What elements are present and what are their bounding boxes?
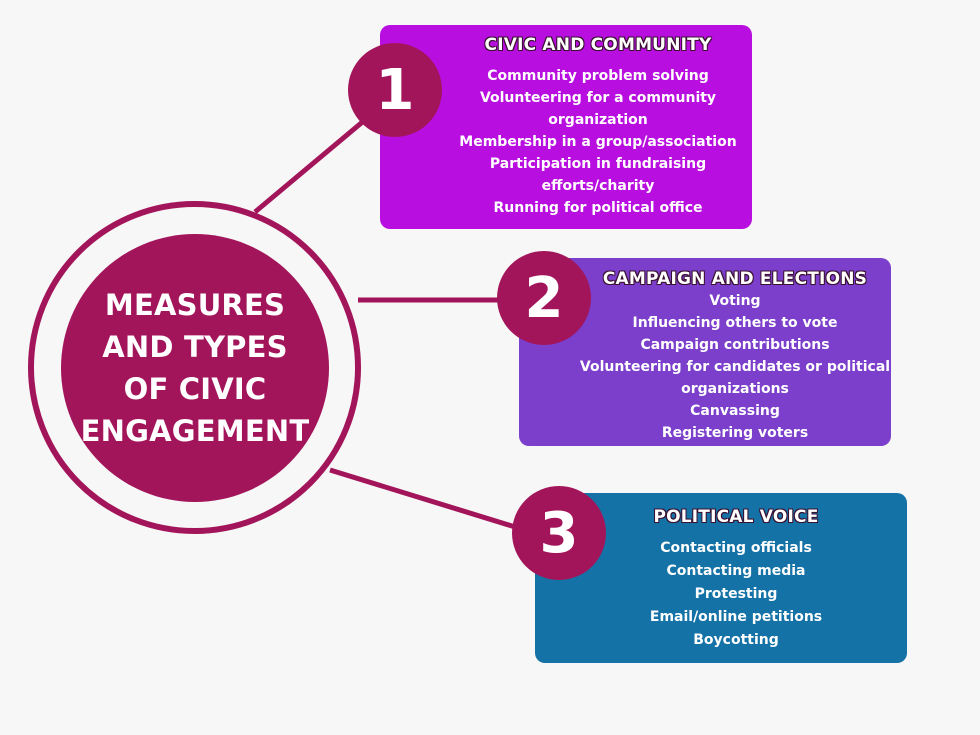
connector-line-1 xyxy=(253,112,374,214)
list-item: Volunteering for a community xyxy=(479,90,717,106)
list-item: organizations xyxy=(681,381,789,397)
card-item-list: Community problem solving Volunteering f… xyxy=(444,65,752,219)
number-badge-3: 3 xyxy=(512,486,606,580)
card-item-list: Voting Influencing others to vote Campai… xyxy=(579,290,891,444)
card-item-list: Contacting officials Contacting media Pr… xyxy=(565,537,907,652)
card-title: CIVIC AND COMMUNITY xyxy=(484,35,712,55)
list-item: Community problem solving xyxy=(487,68,709,84)
list-item: Membership in a group/association xyxy=(459,134,737,150)
card-title: CAMPAIGN AND ELECTIONS xyxy=(602,269,868,289)
center-title: MEASURES AND TYPES OF CIVIC ENGAGEMENT xyxy=(80,288,310,448)
center-disc: MEASURES AND TYPES OF CIVIC ENGAGEMENT xyxy=(61,234,329,502)
list-item: Protesting xyxy=(694,586,778,602)
list-item: Volunteering for candidates or political xyxy=(579,359,891,375)
connector-line-3 xyxy=(329,467,526,533)
card-title: POLITICAL VOICE xyxy=(653,507,819,527)
list-item: Contacting officials xyxy=(660,540,812,556)
list-item: Email/online petitions xyxy=(649,609,823,625)
number-badge-2: 2 xyxy=(497,251,591,345)
number-badge-1: 1 xyxy=(348,43,442,137)
list-item: efforts/charity xyxy=(541,178,655,194)
card-civic-community: CIVIC AND COMMUNITY Community problem so… xyxy=(380,25,752,229)
list-item: Registering voters xyxy=(661,425,809,441)
list-item: Canvassing xyxy=(690,403,780,419)
list-item: Running for political office xyxy=(493,200,703,216)
list-item: Boycotting xyxy=(693,632,779,648)
list-item: Participation in fundraising xyxy=(489,156,707,172)
list-item: Campaign contributions xyxy=(640,337,830,353)
card-campaign-elections: CAMPAIGN AND ELECTIONS Voting Influencin… xyxy=(519,258,891,446)
list-item: organization xyxy=(548,112,648,128)
list-item: Contacting media xyxy=(666,563,806,579)
list-item: Voting xyxy=(709,293,761,309)
list-item: Influencing others to vote xyxy=(632,315,838,331)
